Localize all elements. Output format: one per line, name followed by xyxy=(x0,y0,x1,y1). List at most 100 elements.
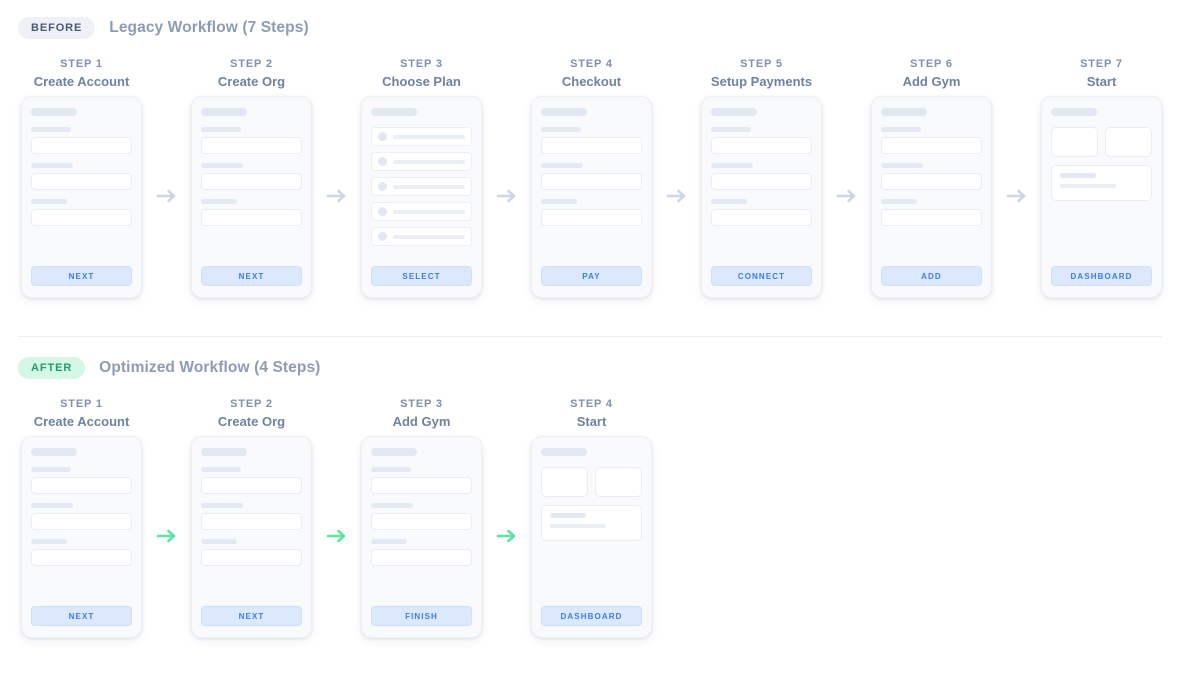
dashboard-tiles xyxy=(1051,127,1152,157)
card-spacer xyxy=(881,235,982,266)
plan-row[interactable] xyxy=(371,152,472,171)
dashboard-wide-card[interactable] xyxy=(1051,165,1152,201)
plan-radio-icon xyxy=(378,157,387,166)
cta-button[interactable]: FINISH xyxy=(371,606,472,626)
field-label-placeholder xyxy=(31,503,73,508)
screen-title-placeholder xyxy=(201,108,247,116)
plan-row-line xyxy=(393,234,465,239)
plan-row[interactable] xyxy=(371,127,472,146)
screen-mockup-card: DASHBOARD xyxy=(1041,96,1162,298)
dashboard-wide-card[interactable] xyxy=(541,505,642,541)
plan-row[interactable] xyxy=(371,177,472,196)
cta-button[interactable]: DASHBOARD xyxy=(1051,266,1152,286)
cta-button[interactable]: CONNECT xyxy=(711,266,812,286)
flow-arrow xyxy=(825,96,868,296)
form-input[interactable] xyxy=(371,513,472,530)
screen-mockup-card: NEXT xyxy=(21,96,142,298)
form-input[interactable] xyxy=(201,549,302,566)
form-input[interactable] xyxy=(31,173,132,190)
form-input[interactable] xyxy=(201,209,302,226)
field-label-placeholder xyxy=(371,467,411,472)
plan-row[interactable] xyxy=(371,227,472,246)
cta-button[interactable]: PAY xyxy=(541,266,642,286)
field-label-placeholder xyxy=(371,539,407,544)
step-name: Start xyxy=(576,414,607,429)
field-label-placeholder xyxy=(541,199,577,204)
step-number: STEP 5 xyxy=(740,58,783,70)
cta-button[interactable]: NEXT xyxy=(201,606,302,626)
form-input[interactable] xyxy=(201,513,302,530)
step-name: Create Org xyxy=(217,414,286,429)
form-input[interactable] xyxy=(201,137,302,154)
form-input[interactable] xyxy=(31,513,132,530)
form-input[interactable] xyxy=(371,477,472,494)
field-label-placeholder xyxy=(541,127,581,132)
screen-title-placeholder xyxy=(1051,108,1097,116)
form-input[interactable] xyxy=(31,209,132,226)
form-input[interactable] xyxy=(31,549,132,566)
form-input[interactable] xyxy=(541,209,642,226)
form-input[interactable] xyxy=(541,173,642,190)
flow-arrow xyxy=(145,96,188,296)
card-spacer xyxy=(371,575,472,606)
cta-button[interactable]: NEXT xyxy=(31,606,132,626)
form-input[interactable] xyxy=(31,477,132,494)
badge-after: AFTER xyxy=(18,357,86,379)
plan-row[interactable] xyxy=(371,202,472,221)
field-label-placeholder xyxy=(371,503,413,508)
form-input[interactable] xyxy=(711,137,812,154)
form-input[interactable] xyxy=(881,137,982,154)
flow-arrow xyxy=(145,436,188,636)
dashboard-tile[interactable] xyxy=(1051,127,1098,157)
form-input[interactable] xyxy=(201,173,302,190)
form-input[interactable] xyxy=(541,137,642,154)
form-input[interactable] xyxy=(31,137,132,154)
flow-arrow xyxy=(485,96,528,296)
cta-button[interactable]: NEXT xyxy=(31,266,132,286)
form-input[interactable] xyxy=(711,173,812,190)
dashboard-tile[interactable] xyxy=(541,467,588,497)
section-after: AFTER Optimized Workflow (4 Steps) STEP … xyxy=(0,340,1180,638)
section-before-title: Legacy Workflow (7 Steps) xyxy=(109,19,309,36)
cta-button[interactable]: NEXT xyxy=(201,266,302,286)
step-name: Choose Plan xyxy=(382,74,461,89)
form-input[interactable] xyxy=(881,173,982,190)
field-label-placeholder xyxy=(31,127,71,132)
field-label-placeholder xyxy=(201,127,241,132)
form-input[interactable] xyxy=(371,549,472,566)
section-before-header: BEFORE Legacy Workflow (7 Steps) xyxy=(0,0,1180,56)
screen-title-placeholder xyxy=(201,448,247,456)
field-label-placeholder xyxy=(31,199,67,204)
cta-button[interactable]: SELECT xyxy=(371,266,472,286)
step-number: STEP 7 xyxy=(1080,58,1123,70)
field-label-placeholder xyxy=(711,199,747,204)
screen-mockup-card: PAY xyxy=(531,96,652,298)
section-after-title: Optimized Workflow (4 Steps) xyxy=(99,359,321,376)
cta-button[interactable]: ADD xyxy=(881,266,982,286)
screen-title-placeholder xyxy=(711,108,757,116)
form-input[interactable] xyxy=(881,209,982,226)
plan-radio-icon xyxy=(378,232,387,241)
screen-title-placeholder xyxy=(541,108,587,116)
dashboard-tile[interactable] xyxy=(1105,127,1152,157)
form-input[interactable] xyxy=(201,477,302,494)
cta-button[interactable]: DASHBOARD xyxy=(541,606,642,626)
screen-title-placeholder xyxy=(541,448,587,456)
form-input[interactable] xyxy=(711,209,812,226)
field-label-placeholder xyxy=(201,539,237,544)
step-name: Setup Payments xyxy=(710,74,813,89)
field-label-placeholder xyxy=(711,127,751,132)
dashboard-tile[interactable] xyxy=(595,467,642,497)
card-spacer xyxy=(31,235,132,266)
